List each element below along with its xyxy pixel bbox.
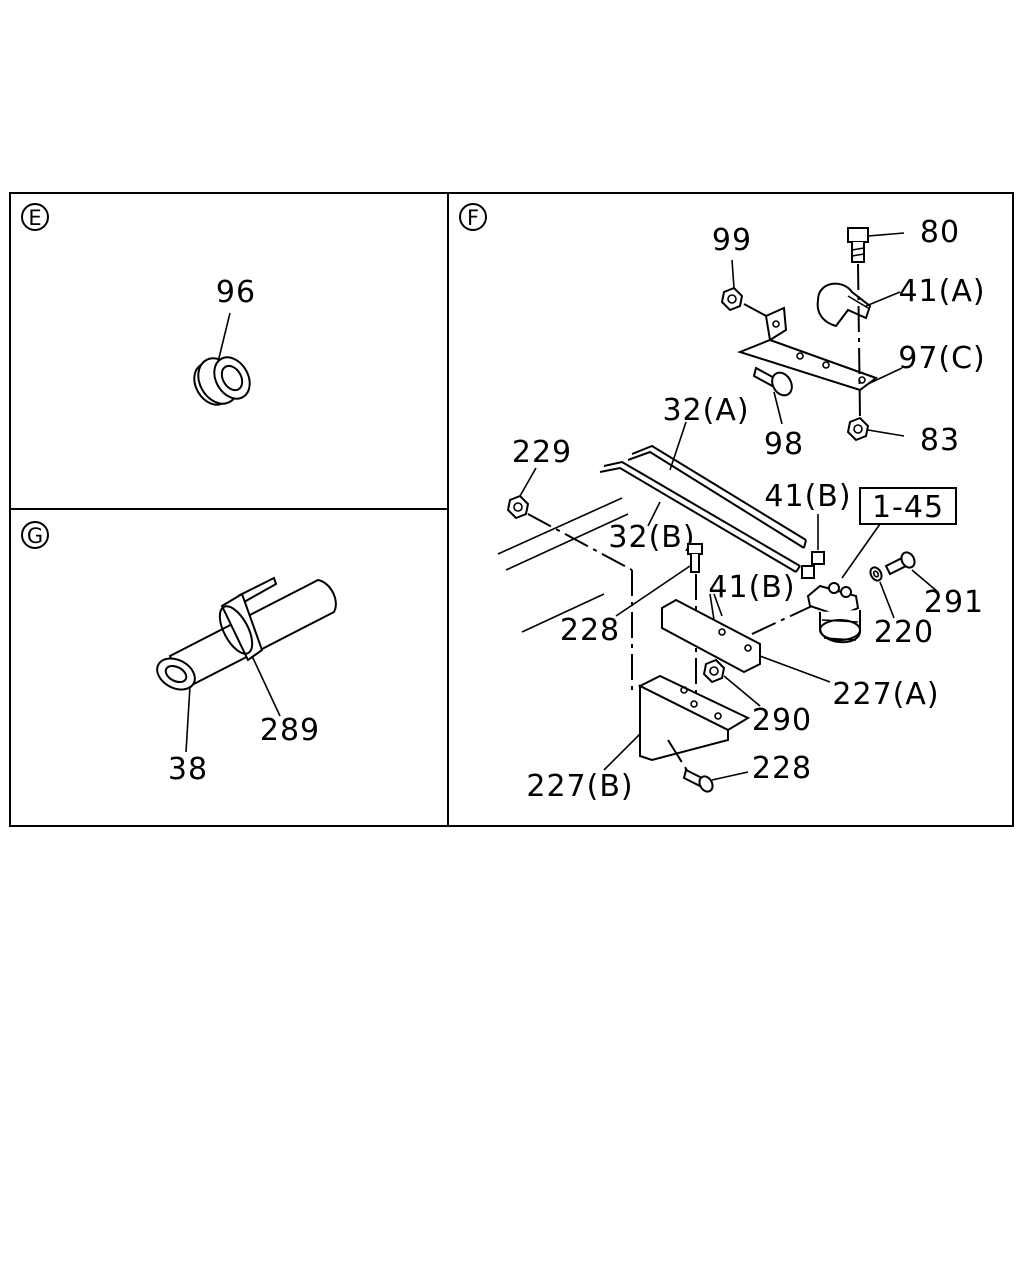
nut-290 xyxy=(702,658,726,684)
axis-228-bottom xyxy=(667,739,689,773)
leader-97c xyxy=(867,367,903,385)
clamp-41a xyxy=(816,282,872,328)
washer-220 xyxy=(869,566,883,582)
clamp-289 xyxy=(218,576,278,662)
callout-41b-mid: 41(B) xyxy=(708,570,795,605)
grommet-96 xyxy=(193,356,251,406)
callout-229: 229 xyxy=(512,435,572,470)
chassis-frame xyxy=(497,497,629,633)
axis-filter xyxy=(751,605,813,635)
callout-99: 99 xyxy=(712,223,752,258)
bracket-97c xyxy=(737,306,879,392)
leader-41b-mid xyxy=(709,593,715,621)
callout-80: 80 xyxy=(920,215,960,250)
leader-227a xyxy=(759,655,831,683)
callout-32a: 32(A) xyxy=(662,393,749,428)
axis-229 xyxy=(527,513,633,571)
callout-1-45: 1-45 xyxy=(872,490,944,525)
callout-97c: 97(C) xyxy=(898,341,986,376)
panel-g-letter: G xyxy=(27,524,43,548)
leader-99 xyxy=(731,259,735,289)
callout-98: 98 xyxy=(764,427,804,462)
panel-e-frame xyxy=(9,192,449,510)
panel-g-frame xyxy=(9,508,449,827)
leader-38 xyxy=(185,685,191,753)
leader-32a xyxy=(669,421,687,471)
axis-80 xyxy=(857,263,861,419)
panel-f-frame xyxy=(447,192,1014,827)
callout-220: 220 xyxy=(874,615,934,650)
leader-291 xyxy=(911,569,939,593)
leader-98 xyxy=(773,391,783,425)
bolt-228-top xyxy=(687,543,703,573)
callout-41a: 41(A) xyxy=(898,274,985,309)
leader-96 xyxy=(217,312,231,363)
fuel-filter xyxy=(806,582,861,644)
callout-228-top: 228 xyxy=(560,613,620,648)
panel-f-marker: F xyxy=(459,203,487,231)
bracket-227a xyxy=(661,598,761,674)
leader-41b-mid-2 xyxy=(713,593,723,617)
bolt-80 xyxy=(847,227,869,263)
leader-290 xyxy=(723,675,761,707)
panel-f-letter: F xyxy=(467,206,479,230)
callout-289: 289 xyxy=(260,713,320,748)
callout-83: 83 xyxy=(920,423,960,458)
panel-g-marker: G xyxy=(21,521,49,549)
callout-227a: 227(A) xyxy=(832,677,939,712)
bolt-98 xyxy=(752,366,793,397)
panel-e-marker: E xyxy=(21,203,49,231)
leader-220 xyxy=(879,581,895,619)
pipe-32b xyxy=(599,460,801,573)
leader-32b xyxy=(647,501,661,527)
nut-229 xyxy=(506,494,530,520)
pipe-32a xyxy=(627,444,807,549)
panel-e-letter: E xyxy=(28,206,41,230)
nut-83 xyxy=(846,416,870,442)
callout-32b: 32(B) xyxy=(608,520,695,555)
leader-1-45 xyxy=(841,523,881,579)
callout-38: 38 xyxy=(168,752,208,787)
leader-229 xyxy=(519,467,537,497)
leader-41a xyxy=(865,291,901,307)
bracket-227b xyxy=(637,674,751,762)
bolt-291 xyxy=(884,551,916,576)
leader-83 xyxy=(867,429,905,437)
callout-291: 291 xyxy=(924,585,984,620)
leader-228-bottom xyxy=(711,771,749,781)
callout-227b: 227(B) xyxy=(526,769,633,804)
leader-228-top xyxy=(615,565,691,617)
leader-289 xyxy=(251,655,281,717)
callout-96: 96 xyxy=(216,275,256,310)
callout-290: 290 xyxy=(752,703,812,738)
clamp-41b-top xyxy=(811,551,825,565)
leader-227b xyxy=(603,733,641,771)
callout-228-bottom: 228 xyxy=(752,751,812,786)
callout-41b-top: 41(B) xyxy=(764,479,851,514)
nut-99 xyxy=(720,286,744,312)
reference-box-1-45 xyxy=(859,487,957,525)
bolt-228-bottom xyxy=(682,768,714,793)
leader-80 xyxy=(867,232,905,237)
clamp-41b-mid xyxy=(801,565,815,579)
